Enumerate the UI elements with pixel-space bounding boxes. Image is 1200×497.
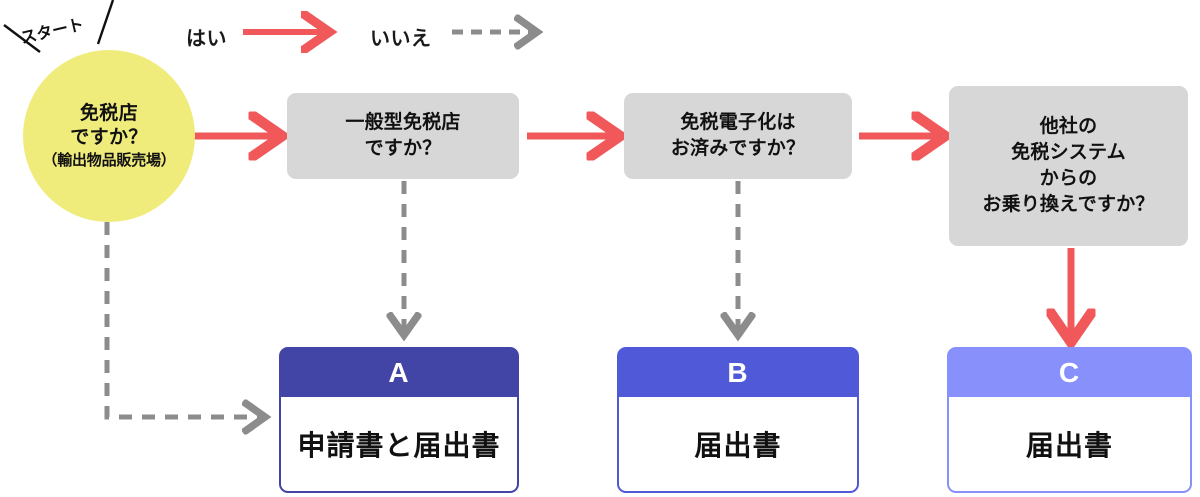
result-c-document: 届出書: [949, 397, 1190, 491]
decision-3-line-4: お乗り換えですか？: [982, 194, 1155, 216]
decision-node-2[interactable]: 免税電子化は お済みですか？: [624, 93, 852, 179]
decision-node-3[interactable]: 他社の 免税システム からの お乗り換えですか？: [949, 86, 1188, 246]
result-b-document: 届出書: [619, 397, 857, 491]
decision-3-line-2: 免税システム: [1011, 141, 1126, 163]
start-line-2: ですか？: [70, 126, 148, 148]
decision-node-1[interactable]: 一般型免税店 ですか？: [287, 93, 519, 179]
decision-3-line-3: からの: [1039, 168, 1098, 189]
decision-3-line-1: 他社の: [1039, 115, 1098, 137]
arrow-start-to-resulta: [104, 222, 262, 417]
legend-no-label: いいえ: [370, 28, 432, 50]
result-card-a[interactable]: A 申請書と届出書: [279, 347, 519, 493]
result-b-letter: B: [727, 357, 749, 388]
decision-1-line-1: 一般型免税店: [345, 111, 461, 133]
start-annotation-label: スタート: [19, 16, 86, 48]
start-line-1: 免税店: [79, 102, 139, 124]
result-a-letter: A: [388, 357, 410, 388]
result-c-letter: C: [1058, 357, 1081, 388]
result-a-document: 申請書と届出書: [281, 397, 517, 491]
result-card-c[interactable]: C 届出書: [947, 347, 1192, 493]
legend-yes-label: はい: [186, 28, 227, 50]
result-card-b[interactable]: B 届出書: [617, 347, 859, 493]
decision-1-line-2: ですか？: [364, 138, 442, 159]
decision-2-line-2: お済みですか？: [670, 138, 806, 159]
start-line-3: （輸出物品販売場）: [42, 152, 176, 170]
start-node[interactable]: 免税店 ですか？ （輸出物品販売場）: [23, 50, 195, 222]
decision-2-line-1: 免税電子化は: [680, 111, 796, 133]
